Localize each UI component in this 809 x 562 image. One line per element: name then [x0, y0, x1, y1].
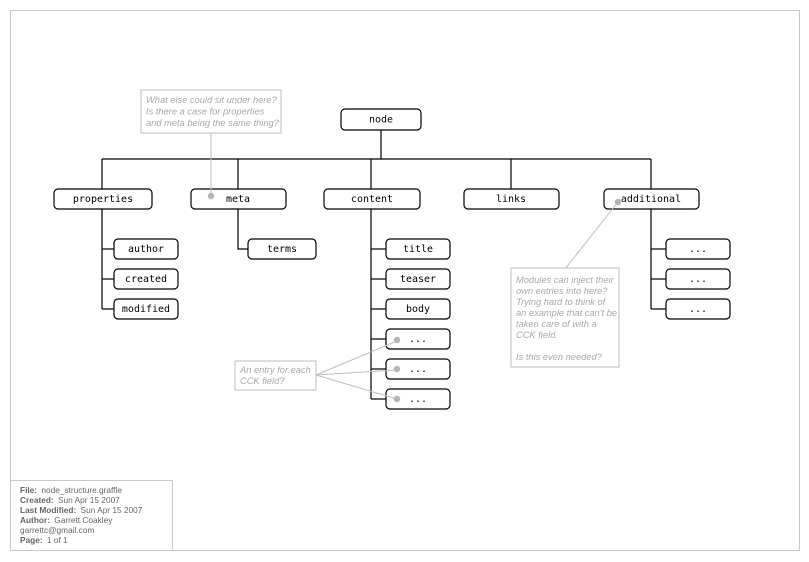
node-cck-3: ... — [385, 388, 451, 410]
node-additional-3-label: ... — [689, 304, 707, 315]
node-links-label: links — [496, 194, 526, 205]
node-cck-2-label: ... — [409, 364, 427, 375]
node-additional-label: additional — [621, 194, 681, 205]
note-modules-line-4: an example that can't be — [516, 308, 617, 318]
node-additional-2-label: ... — [689, 274, 707, 285]
note-properties-meta-line-1: What else could sit under here? — [146, 95, 278, 105]
node-root-label: node — [369, 115, 393, 126]
node-cck-1-label: ... — [409, 334, 427, 345]
node-cck-1: ... — [385, 328, 451, 350]
node-terms-label: terms — [267, 244, 297, 255]
note-properties-meta-line-2: Is there a case for properties — [146, 107, 265, 117]
note-modules-line-3: Trying hard to think of — [516, 297, 607, 307]
node-properties-label: properties — [73, 194, 133, 205]
note-anchor-dot — [614, 198, 622, 206]
file-info-page: Page: 1 of 1 — [20, 535, 68, 545]
file-info-file: File: node_structure.graffle — [20, 485, 122, 495]
file-info-email: garrettc@gmail.com — [20, 525, 94, 535]
node-terms: terms — [247, 238, 317, 260]
file-info-author-label: Author: — [20, 515, 50, 525]
note-properties-meta: What else could sit under here? Is there… — [140, 89, 282, 200]
node-author-label: author — [128, 244, 164, 255]
node-properties: properties — [53, 188, 153, 210]
node-content: content — [323, 188, 421, 210]
node-teaser: teaser — [385, 268, 451, 290]
node-author: author — [113, 238, 179, 260]
node-additional-1-label: ... — [689, 244, 707, 255]
file-info-author-value: Garrett Coakley — [54, 515, 113, 525]
note-cck-line-1: An entry for each — [239, 365, 311, 375]
node-body: body — [385, 298, 451, 320]
node-title: title — [385, 238, 451, 260]
node-created-label: created — [125, 274, 167, 285]
note-modules-line-8: Is this even needed? — [516, 352, 603, 362]
file-info-box: File: node_structure.graffle Created: Su… — [10, 480, 173, 551]
node-additional-2: ... — [665, 268, 731, 290]
file-info-modified: Last Modified: Sun Apr 15 2007 — [20, 505, 143, 515]
node-cck-3-label: ... — [409, 394, 427, 405]
note-anchor-dot — [207, 192, 215, 200]
note-modules-line-2: own entries into here? — [516, 286, 608, 296]
tree-edges — [101, 130, 666, 400]
node-root: node — [340, 108, 422, 131]
file-info-modified-label: Last Modified: — [20, 505, 76, 515]
node-meta: meta — [190, 188, 287, 210]
node-additional-1: ... — [665, 238, 731, 260]
file-info-created-value: Sun Apr 15 2007 — [58, 495, 120, 505]
node-modified-label: modified — [122, 304, 170, 315]
file-info-created-label: Created: — [20, 495, 54, 505]
note-cck: An entry for each CCK field? — [234, 336, 401, 403]
note-anchor-dot — [393, 395, 401, 403]
node-modified: modified — [113, 298, 179, 320]
note-anchor-dot — [393, 336, 401, 344]
node-body-label: body — [406, 304, 430, 315]
file-info-modified-value: Sun Apr 15 2007 — [81, 505, 143, 515]
node-title-label: title — [403, 244, 433, 255]
file-info-page-value: 1 of 1 — [47, 535, 68, 545]
note-properties-meta-line-3: and meta being the same thing? — [146, 118, 280, 128]
node-cck-2: ... — [385, 358, 451, 380]
note-cck-line-2: CCK field? — [240, 376, 285, 386]
note-modules-line-1: Modules can inject their — [516, 275, 615, 285]
file-info-author: Author: Garrett Coakley — [20, 515, 113, 525]
note-modules: Modules can inject their own entries int… — [510, 198, 622, 368]
node-links: links — [463, 188, 560, 210]
page-border — [10, 10, 800, 551]
node-content-label: content — [351, 194, 393, 205]
node-additional-3: ... — [665, 298, 731, 320]
node-additional: additional — [603, 188, 700, 210]
file-info-file-value: node_structure.graffle — [41, 485, 122, 495]
file-info-created: Created: Sun Apr 15 2007 — [20, 495, 120, 505]
file-info-page-label: Page: — [20, 535, 43, 545]
node-created: created — [113, 268, 179, 290]
note-anchor-dot — [393, 365, 401, 373]
file-info-file-label: File: — [20, 485, 37, 495]
node-teaser-label: teaser — [400, 274, 436, 285]
note-modules-line-5: taken care of with a — [516, 319, 597, 329]
node-meta-label: meta — [226, 194, 250, 205]
note-modules-line-6: CCK field. — [516, 330, 558, 340]
